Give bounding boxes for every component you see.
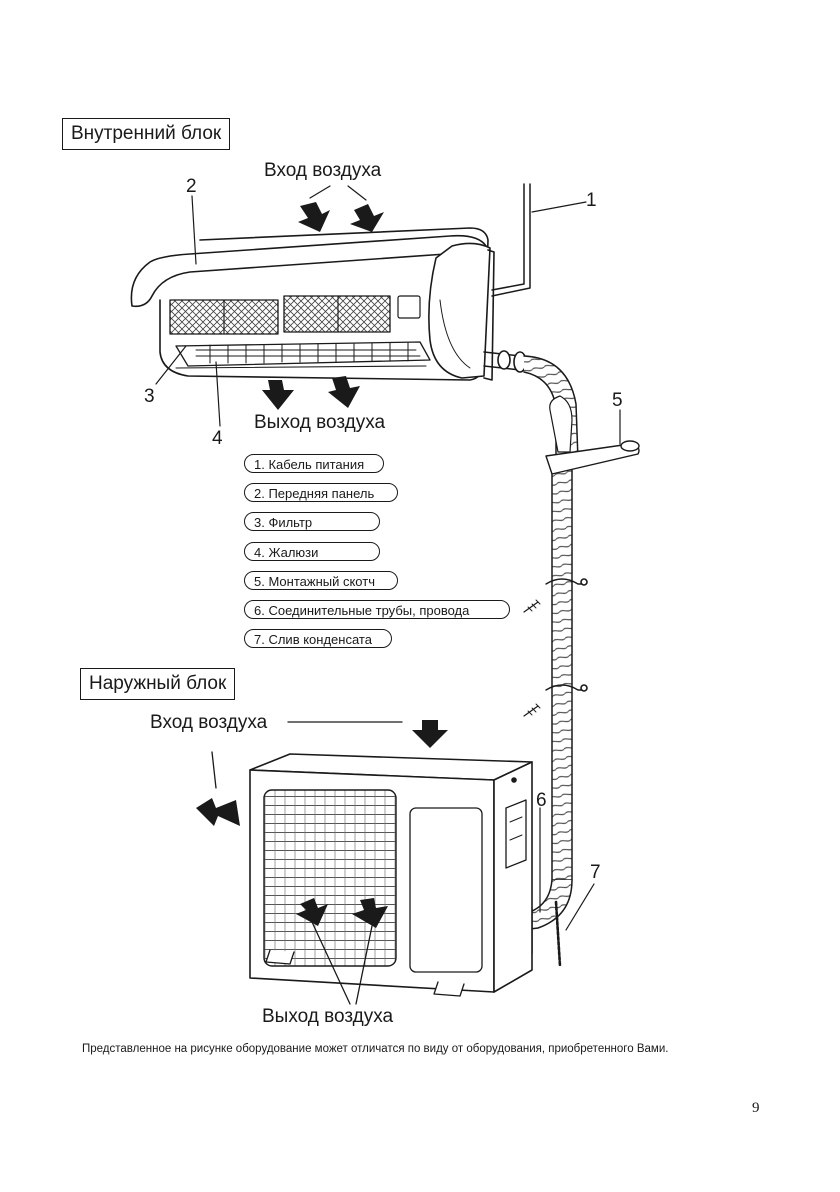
air-in-arrow-left xyxy=(298,202,330,232)
callout-5: 5 xyxy=(612,390,623,411)
outdoor-unit xyxy=(249,753,533,997)
callout-7: 7 xyxy=(590,862,601,883)
legend-item-mounting-tape: 5. Монтажный скотч xyxy=(244,571,398,590)
legend-item-connecting-pipes: 6. Соединительные трубы, провода xyxy=(244,600,510,619)
callout-4: 4 xyxy=(212,428,223,449)
legend-item-front-panel: 2. Передняя панель xyxy=(244,483,398,502)
indoor-unit xyxy=(130,227,495,381)
outdoor-air-in-label: Вход воздуха xyxy=(150,712,268,733)
indoor-unit-title: Внутренний блок xyxy=(62,118,231,150)
indoor-air-in-label: Вход воздуха xyxy=(264,160,382,181)
air-out-arrow-left xyxy=(262,380,294,410)
legend-item-power-cable: 1. Кабель питания xyxy=(244,454,384,473)
screw-icon xyxy=(523,599,541,613)
callout-3: 3 xyxy=(144,386,155,407)
indoor-air-out-label: Выход воздуха xyxy=(254,412,386,433)
outdoor-air-out-arrow-right xyxy=(352,898,388,928)
fan-grille xyxy=(263,789,397,967)
legend-item-filter: 3. Фильтр xyxy=(244,512,380,531)
outdoor-air-out-arrow-left xyxy=(296,898,328,926)
condensate-drain xyxy=(554,900,562,968)
air-out-arrow-right xyxy=(328,376,360,408)
callout-2: 2 xyxy=(186,176,197,197)
legend-item-condensate-drain: 7. Слив конденсата xyxy=(244,629,392,648)
louver xyxy=(175,341,431,367)
callout-1: 1 xyxy=(586,190,597,211)
callout-6: 6 xyxy=(536,790,547,811)
outdoor-air-in-arrow-side xyxy=(196,798,240,826)
power-cable xyxy=(491,183,525,291)
filter-right-panel xyxy=(283,295,391,333)
outdoor-unit-title: Наружный блок xyxy=(80,668,236,700)
screw-icon xyxy=(523,703,541,717)
footnote: Представленное на рисунке оборудование м… xyxy=(82,1043,669,1055)
legend-item-louvers: 4. Жалюзи xyxy=(244,542,380,561)
page-number: 9 xyxy=(752,1100,760,1116)
air-in-arrow-right xyxy=(350,204,384,232)
outdoor-air-in-arrow-top xyxy=(412,720,448,748)
outdoor-air-out-label: Выход воздуха xyxy=(262,1006,394,1027)
